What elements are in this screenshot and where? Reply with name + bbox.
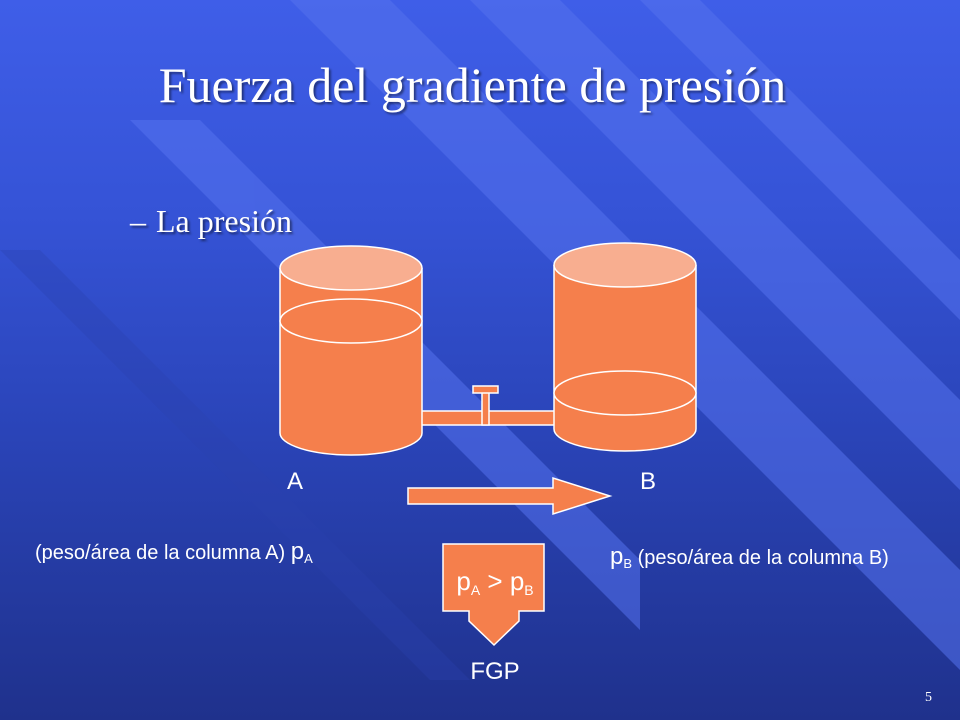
tank-b-liquid-surface	[553, 370, 697, 416]
column-b-label: B	[640, 468, 657, 495]
bullet-dash: –	[130, 203, 146, 239]
bullet-point: –La presión	[130, 205, 292, 237]
comparison-pa-subscript: A	[470, 582, 481, 598]
tank-a-liquid-surface	[279, 298, 423, 344]
force-label: FGP	[470, 658, 520, 685]
note-column-a: (peso/área de la columna A) pA	[35, 538, 313, 566]
note-column-b: pB (peso/área de la columna B)	[610, 543, 889, 571]
pressure-b-symbol: p	[610, 543, 624, 570]
valve-handle	[472, 385, 499, 394]
tank-b	[553, 242, 697, 452]
tank-a	[279, 245, 423, 456]
force-arrow-down	[442, 543, 545, 647]
tank-b-top	[553, 242, 697, 288]
valve-stem	[481, 391, 490, 426]
tank-a-body	[279, 268, 423, 456]
comparison-pa-symbol: p	[456, 566, 471, 596]
note-a-text: (peso/área de la columna A)	[35, 542, 286, 564]
column-a-label: A	[287, 468, 304, 495]
pressure-comparison: pA > pB	[445, 568, 545, 597]
pressure-b-subscript: B	[623, 556, 633, 571]
comparison-operator: >	[487, 566, 503, 596]
flow-arrow-right	[407, 476, 613, 516]
note-b-text: (peso/área de la columna B)	[637, 547, 889, 569]
tank-b-body	[553, 265, 697, 452]
comparison-pb-subscript: B	[524, 582, 534, 598]
page-number: 5	[925, 690, 932, 705]
bullet-text: La presión	[156, 203, 292, 239]
tank-a-top	[279, 245, 423, 291]
pressure-a-symbol: p	[290, 538, 305, 565]
comparison-pb-symbol: p	[509, 566, 525, 596]
slide-title: Fuerza del gradiente de presión	[158, 57, 787, 113]
pressure-a-subscript: A	[304, 551, 313, 566]
